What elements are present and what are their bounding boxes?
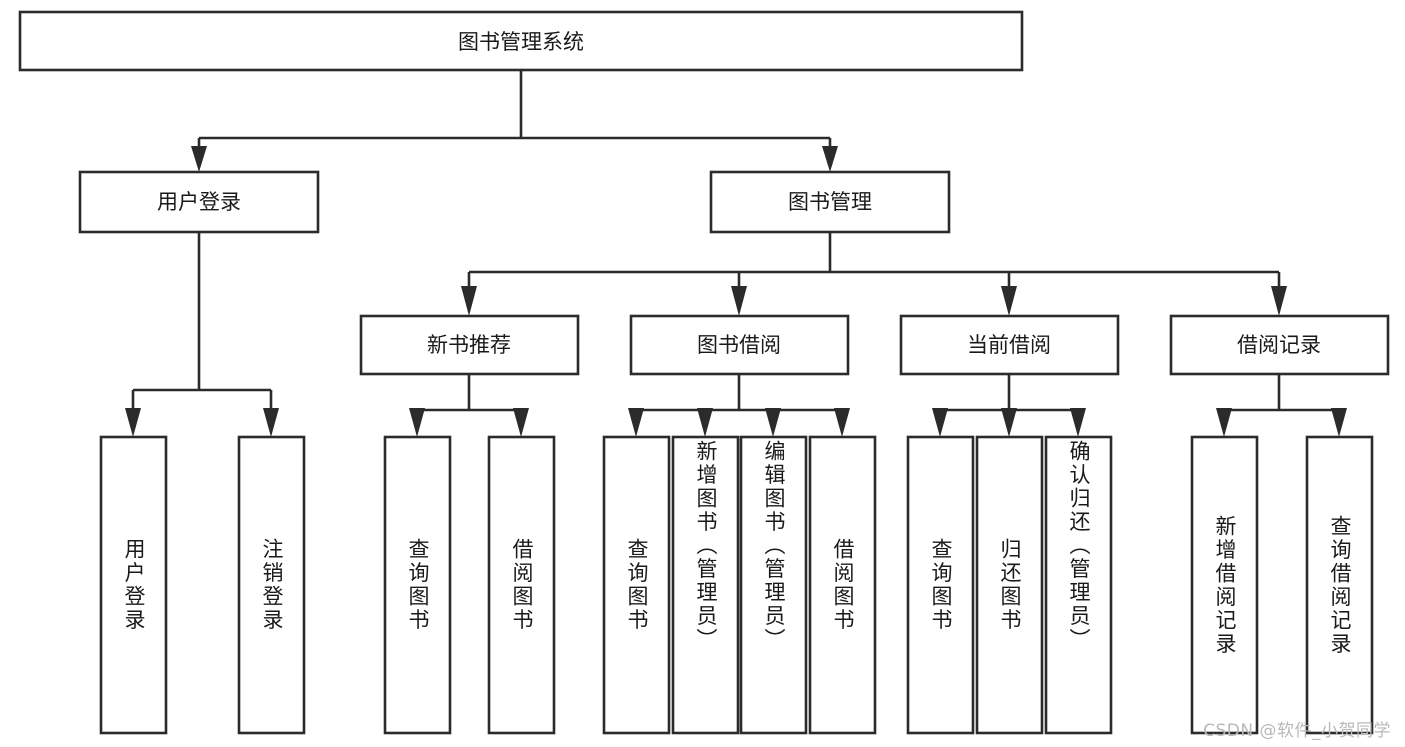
arrow-bookmanage-to-current bbox=[1001, 286, 1017, 316]
leaf-box-query-borrow-record[interactable] bbox=[1305, 435, 1374, 735]
connectors-newbook-to-leaves bbox=[409, 374, 529, 437]
node-new-book-recommend-box[interactable] bbox=[359, 314, 580, 376]
connectors-root-to-level2 bbox=[191, 70, 838, 172]
csdn-watermark: CSDN @软件_小贺同学 bbox=[1203, 721, 1391, 741]
arrow-newbook-leaf-2 bbox=[513, 408, 529, 437]
node-user-login-box[interactable] bbox=[78, 170, 320, 234]
node-new-book-recommend[interactable]: 新书推荐 bbox=[359, 314, 580, 376]
leaf-box-borrow-book-2[interactable] bbox=[808, 435, 877, 735]
leaf-box-borrow-book-1[interactable] bbox=[487, 435, 556, 735]
arrow-borrowrecord-leaf-1 bbox=[1216, 408, 1232, 437]
connectors-book-manage-to-level3 bbox=[461, 232, 1287, 316]
connectors-user-login-to-leaves bbox=[125, 232, 279, 437]
leaf-box-query-book-3[interactable] bbox=[906, 435, 975, 735]
arrow-bookmanage-to-newbook bbox=[461, 286, 477, 316]
arrow-newbook-leaf-1 bbox=[409, 408, 425, 437]
leaf-box-confirm-return-admin[interactable] bbox=[1044, 435, 1113, 735]
node-borrow-record-box[interactable] bbox=[1169, 314, 1390, 376]
node-root-box[interactable] bbox=[18, 10, 1024, 72]
node-book-manage[interactable]: 图书管理 bbox=[709, 170, 951, 234]
node-root-label: 图书管理系统 bbox=[458, 30, 584, 54]
arrow-bookborrow-leaf-2 bbox=[697, 408, 713, 437]
node-new-book-recommend-label: 新书推荐 bbox=[427, 333, 511, 357]
node-root[interactable]: 图书管理系统 bbox=[18, 10, 1024, 72]
leaf-boxes bbox=[99, 435, 1374, 735]
leaf-box-add-borrow-record[interactable] bbox=[1190, 435, 1259, 735]
arrow-bookborrow-leaf-4 bbox=[834, 408, 850, 437]
leaf-box-query-book-2[interactable] bbox=[602, 435, 671, 735]
node-book-borrow-label: 图书借阅 bbox=[697, 333, 781, 357]
node-current-borrow-box[interactable] bbox=[899, 314, 1120, 376]
connectors-borrowrecord-to-leaves bbox=[1216, 374, 1347, 437]
arrow-bookmanage-to-borrow bbox=[731, 286, 747, 316]
arrow-root-to-user-login bbox=[191, 146, 207, 172]
node-book-borrow-box[interactable] bbox=[629, 314, 850, 376]
arrow-userlogin-leaf-2 bbox=[263, 408, 279, 437]
arrow-bookborrow-leaf-1 bbox=[628, 408, 644, 437]
connectors-bookborrow-to-leaves bbox=[628, 374, 850, 437]
arrow-root-to-book-manage bbox=[822, 146, 838, 172]
node-book-manage-box[interactable] bbox=[709, 170, 951, 234]
arrow-currentborrow-leaf-3 bbox=[1070, 408, 1086, 437]
arrow-currentborrow-leaf-1 bbox=[932, 408, 948, 437]
node-user-login[interactable]: 用户登录 bbox=[78, 170, 320, 234]
node-current-borrow-label: 当前借阅 bbox=[967, 333, 1051, 357]
leaf-box-user-login[interactable] bbox=[99, 435, 168, 735]
node-current-borrow[interactable]: 当前借阅 bbox=[899, 314, 1120, 376]
node-borrow-record[interactable]: 借阅记录 bbox=[1169, 314, 1390, 376]
leaf-box-logout[interactable] bbox=[237, 435, 306, 735]
arrow-bookmanage-to-record bbox=[1271, 286, 1287, 316]
leaf-box-edit-book-admin[interactable] bbox=[739, 435, 808, 735]
leaf-box-add-book-admin[interactable] bbox=[671, 435, 740, 735]
arrow-bookborrow-leaf-3 bbox=[765, 408, 781, 437]
leaf-box-query-book-1[interactable] bbox=[383, 435, 452, 735]
node-user-login-label: 用户登录 bbox=[157, 190, 241, 214]
arrow-currentborrow-leaf-2 bbox=[1001, 408, 1017, 437]
node-book-manage-label: 图书管理 bbox=[788, 190, 872, 214]
arrow-userlogin-leaf-1 bbox=[125, 408, 141, 437]
connectors-currentborrow-to-leaves bbox=[932, 374, 1086, 437]
node-borrow-record-label: 借阅记录 bbox=[1237, 333, 1321, 357]
leaf-box-return-book[interactable] bbox=[975, 435, 1044, 735]
arrow-borrowrecord-leaf-2 bbox=[1331, 408, 1347, 437]
node-book-borrow[interactable]: 图书借阅 bbox=[629, 314, 850, 376]
